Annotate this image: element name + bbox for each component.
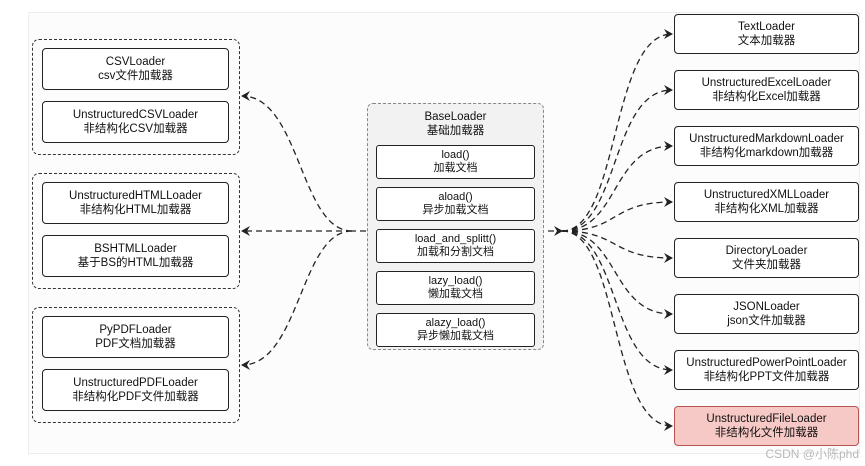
loader-desc: 非结构化CSV加载器	[83, 123, 188, 135]
method-alazy-load[interactable]: alazy_load() 异步懒加载文档	[376, 313, 535, 347]
loader-group-html	[32, 173, 240, 289]
connector-right-2	[561, 141, 673, 232]
loader-desc: json文件加载器	[727, 315, 806, 327]
connector-left-csv	[241, 91, 353, 232]
loader-name: CSVLoader	[105, 56, 166, 68]
base-loader-subtitle: 基础加载器	[426, 125, 485, 137]
connector-right-0	[561, 29, 673, 232]
watermark: CSDN @小陈phd	[765, 447, 859, 461]
connector-left-pdf	[241, 230, 353, 370]
connector-right-3	[561, 197, 673, 232]
loader-text[interactable]: TextLoader 文本加载器	[674, 14, 859, 54]
connector-right-5	[561, 230, 673, 319]
loader-desc: PDF文档加载器	[95, 338, 176, 350]
method-desc: 加载和分割文档	[417, 246, 494, 258]
loader-unstructured-excel[interactable]: UnstructuredExcelLoader 非结构化Excel加载器	[674, 70, 859, 110]
loader-unstructured-xml[interactable]: UnstructuredXMLLoader 非结构化XML加载器	[674, 182, 859, 222]
loader-desc: 非结构化HTML加载器	[79, 204, 192, 216]
loader-name: JSONLoader	[733, 301, 800, 313]
loader-group-csv	[32, 39, 240, 155]
method-aload[interactable]: aload() 异步加载文档	[376, 187, 535, 221]
loader-name: UnstructuredFileLoader	[706, 413, 827, 425]
loader-json[interactable]: JSONLoader json文件加载器	[674, 294, 859, 334]
method-load-and-split[interactable]: load_and_splitt() 加载和分割文档	[376, 229, 535, 263]
loader-name: UnstructuredMarkdownLoader	[689, 133, 844, 145]
loader-name: BSHTMLLoader	[94, 243, 177, 255]
loader-name: UnstructuredCSVLoader	[72, 109, 199, 121]
loader-unstructured-markdown[interactable]: UnstructuredMarkdownLoader 非结构化markdown加…	[674, 126, 859, 166]
method-name: load()	[441, 149, 470, 161]
loader-bshtml[interactable]: BSHTMLLoader 基于BS的HTML加载器	[42, 235, 229, 277]
loader-desc: 文件夹加载器	[732, 259, 801, 271]
loader-desc: 非结构化PDF文件加载器	[72, 391, 199, 403]
connector-right-4	[561, 230, 673, 263]
loader-pypdf[interactable]: PyPDFLoader PDF文档加载器	[42, 316, 229, 358]
method-name: alazy_load()	[425, 317, 486, 329]
loader-desc: csv文件加载器	[98, 70, 173, 82]
loader-unstructured-powerpoint[interactable]: UnstructuredPowerPointLoader 非结构化PPT文件加载…	[674, 350, 859, 390]
loader-desc: 非结构化PPT文件加载器	[703, 371, 830, 383]
loader-desc: 非结构化Excel加载器	[712, 91, 821, 103]
loader-unstructured-csv[interactable]: UnstructuredCSVLoader 非结构化CSV加载器	[42, 101, 229, 143]
method-desc: 懒加载文档	[428, 288, 483, 300]
loader-desc: 基于BS的HTML加载器	[77, 257, 194, 269]
base-loader-title: BaseLoader 基础加载器	[367, 110, 544, 138]
method-name: aload()	[438, 191, 473, 203]
loader-unstructured-html[interactable]: UnstructuredHTMLLoader 非结构化HTML加载器	[42, 182, 229, 224]
loader-name: UnstructuredXMLLoader	[703, 189, 830, 201]
loader-name: DirectoryLoader	[725, 245, 808, 257]
loader-desc: 非结构化文件加载器	[714, 427, 819, 439]
loader-directory[interactable]: DirectoryLoader 文件夹加载器	[674, 238, 859, 278]
loader-name: UnstructuredPowerPointLoader	[686, 357, 847, 369]
loader-group-pdf	[32, 307, 240, 423]
loader-name: UnstructuredPDFLoader	[73, 377, 198, 389]
loader-csv[interactable]: CSVLoader csv文件加载器	[42, 48, 229, 90]
loader-desc: 非结构化markdown加载器	[699, 147, 834, 159]
method-name: lazy_load()	[428, 275, 483, 287]
method-lazy-load[interactable]: lazy_load() 懒加载文档	[376, 271, 535, 305]
base-loader-name: BaseLoader	[424, 111, 487, 123]
method-load[interactable]: load() 加载文档	[376, 145, 535, 179]
connector-right-1	[561, 85, 673, 232]
connector-right-6	[561, 230, 673, 375]
loader-name: PyPDFLoader	[99, 324, 172, 336]
base-loader-container	[367, 103, 544, 350]
method-desc: 加载文档	[433, 162, 478, 174]
loader-unstructured-file[interactable]: UnstructuredFileLoader 非结构化文件加载器	[674, 406, 859, 446]
method-name: load_and_splitt()	[414, 233, 497, 245]
connector-right-7	[561, 230, 673, 431]
loader-desc: 文本加载器	[737, 35, 796, 47]
loader-desc: 非结构化XML加载器	[714, 203, 819, 215]
loader-name: UnstructuredExcelLoader	[701, 77, 832, 89]
method-desc: 异步懒加载文档	[417, 330, 494, 342]
method-desc: 异步加载文档	[422, 204, 489, 216]
loader-unstructured-pdf[interactable]: UnstructuredPDFLoader 非结构化PDF文件加载器	[42, 369, 229, 411]
loader-name: TextLoader	[738, 21, 795, 33]
loader-name: UnstructuredHTMLLoader	[69, 190, 202, 202]
